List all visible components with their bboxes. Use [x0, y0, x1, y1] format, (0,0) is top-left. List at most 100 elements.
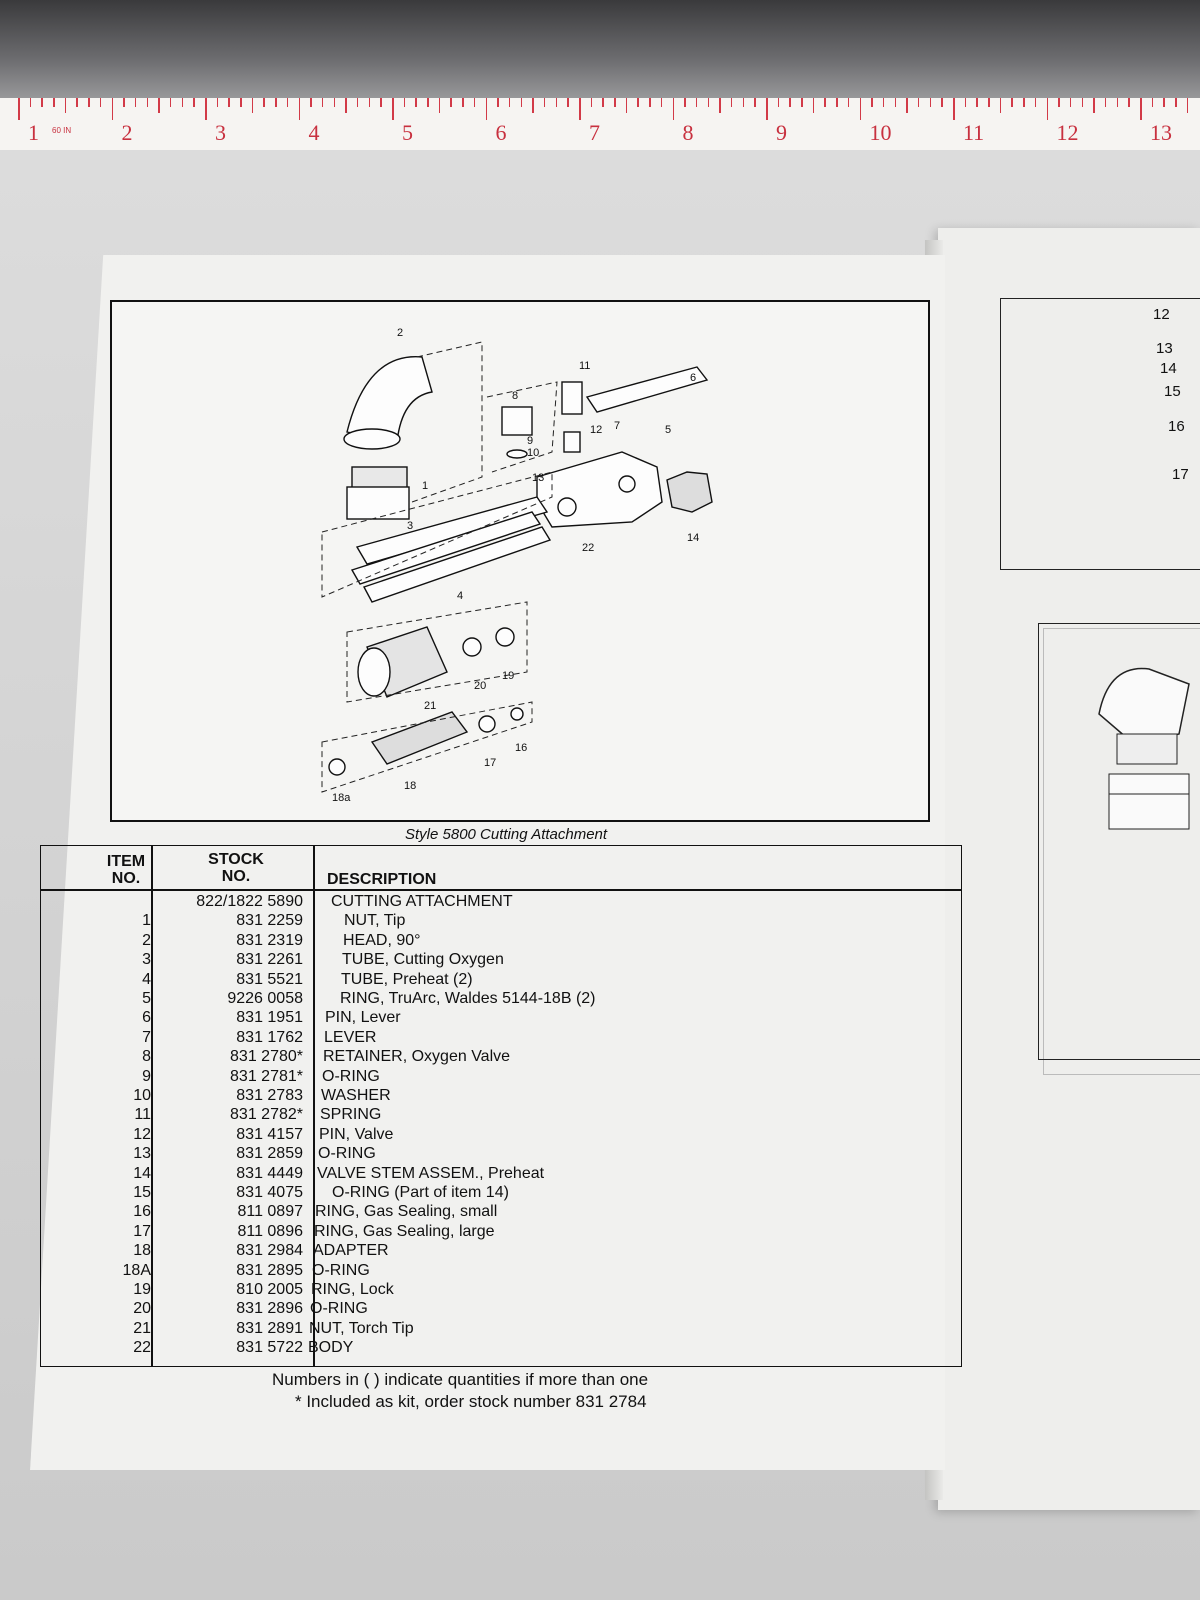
ruler-tick — [310, 98, 312, 107]
header-stock-line1: STOCK — [208, 851, 264, 868]
cell-item: 9 — [142, 1067, 151, 1085]
ruler-tick — [427, 98, 429, 107]
cell-stock: 831 4449 — [236, 1164, 303, 1182]
ruler-tick — [929, 98, 932, 107]
callout-14: 14 — [687, 532, 700, 544]
cell-item: 10 — [133, 1087, 151, 1104]
ruler-tick — [298, 98, 300, 120]
ruler-tick — [193, 98, 195, 107]
table-row: 14 831 4449 VALVE STEM ASSEM., Preheat — [41, 1165, 961, 1184]
cell-desc: ADAPTER — [313, 1242, 389, 1260]
ruler-tick — [438, 98, 441, 113]
ruler-tick — [88, 98, 90, 107]
cell-item: 22 — [133, 1339, 151, 1357]
right-callout: 17 — [1172, 466, 1189, 483]
cell-stock: 822/1822 5890 — [196, 893, 303, 910]
ruler-tick — [368, 98, 371, 107]
ruler-tick — [543, 98, 546, 107]
ruler-tick — [532, 98, 534, 113]
callout-8: 8 — [512, 390, 519, 402]
table-header-rule — [41, 889, 961, 891]
table-divider — [313, 846, 315, 1366]
ruler-tick — [637, 98, 639, 107]
callout-13: 13 — [532, 472, 545, 484]
cell-item: 14 — [133, 1164, 151, 1182]
ruler-number: 7 — [589, 120, 600, 145]
cell-desc: PIN, Valve — [319, 1125, 394, 1143]
quantity-note: Numbers in ( ) indicate quantities if mo… — [272, 1370, 649, 1389]
ruler-tick — [1046, 98, 1048, 120]
ruler-tick — [111, 98, 113, 120]
cell-item: 13 — [133, 1145, 151, 1163]
callout-17: 17 — [484, 757, 497, 769]
ruler-tick — [906, 98, 908, 113]
diagram-caption: Style 5800 Cutting Attachment — [405, 826, 608, 843]
cell-stock: 831 5722 — [236, 1339, 303, 1357]
ruler-tick — [146, 98, 149, 107]
cell-item: 12 — [133, 1125, 151, 1143]
ruler-tick — [1186, 98, 1189, 113]
ruler-tick — [660, 98, 663, 107]
callout-21: 21 — [424, 700, 437, 712]
ruler-tick — [216, 98, 219, 107]
ruler-tick — [403, 98, 406, 107]
cell-item: 4 — [142, 970, 151, 988]
ruler-number: 2 — [121, 120, 133, 145]
background-shadow — [0, 0, 1200, 100]
ruler-tick — [485, 98, 487, 120]
ruler-tick — [1116, 98, 1119, 107]
cell-desc: TUBE, Preheat (2) — [341, 970, 473, 988]
ruler-tick — [321, 98, 324, 107]
ruler-tick — [567, 98, 569, 107]
callout-7: 7 — [614, 420, 621, 432]
ruler-number: 5 — [402, 120, 413, 145]
ruler-tick — [777, 98, 780, 107]
cell-stock: 831 2896 — [236, 1300, 303, 1318]
ruler-number: 13 — [1150, 120, 1172, 145]
ruler-tick — [123, 98, 125, 107]
callout-12: 12 — [590, 424, 603, 436]
cell-stock: 831 2259 — [236, 912, 303, 930]
ruler-number: 6 — [495, 120, 507, 145]
right-page: 12 13 14 15 16 17 — [938, 228, 1200, 1510]
callout-3: 3 — [407, 520, 414, 532]
ruler-tick — [766, 98, 768, 120]
ruler-tick — [789, 98, 791, 107]
ruler-tick — [976, 98, 978, 107]
ruler-tick — [462, 98, 464, 107]
ruler-tick — [602, 98, 604, 107]
ruler-tick — [1163, 98, 1165, 107]
cell-desc: HEAD, 90° — [343, 931, 421, 949]
ruler-tick — [345, 98, 347, 113]
right-callout: 13 — [1156, 340, 1173, 357]
cell-stock: 831 2782* — [230, 1106, 303, 1124]
cell-stock: 831 2891 — [236, 1319, 303, 1337]
ruler-tick — [555, 98, 558, 107]
cell-desc: RING, TruArc, Waldes 5144-18B (2) — [340, 990, 596, 1007]
callout-19: 19 — [502, 670, 515, 682]
ruler-tick — [1081, 98, 1084, 107]
callout-22: 22 — [582, 542, 595, 554]
ruler-tick — [812, 98, 815, 113]
header-item: ITEM NO. — [101, 853, 151, 887]
callout-18: 18 — [404, 780, 417, 792]
ruler-tick — [76, 98, 78, 107]
ruler-tick — [1023, 98, 1025, 107]
cell-desc: VALVE STEM ASSEM., Preheat — [317, 1164, 545, 1182]
table-row: 22 831 5722 BODY — [41, 1339, 961, 1358]
cell-desc: O-RING — [318, 1145, 376, 1163]
cell-item: 7 — [142, 1028, 151, 1046]
ruler-tick — [1093, 98, 1095, 113]
cell-stock: 831 1951 — [236, 1009, 303, 1027]
cell-desc: BODY — [308, 1339, 354, 1357]
ruler-tick — [742, 98, 745, 107]
cell-item: 11 — [134, 1106, 151, 1124]
callout-5: 5 — [665, 424, 672, 436]
